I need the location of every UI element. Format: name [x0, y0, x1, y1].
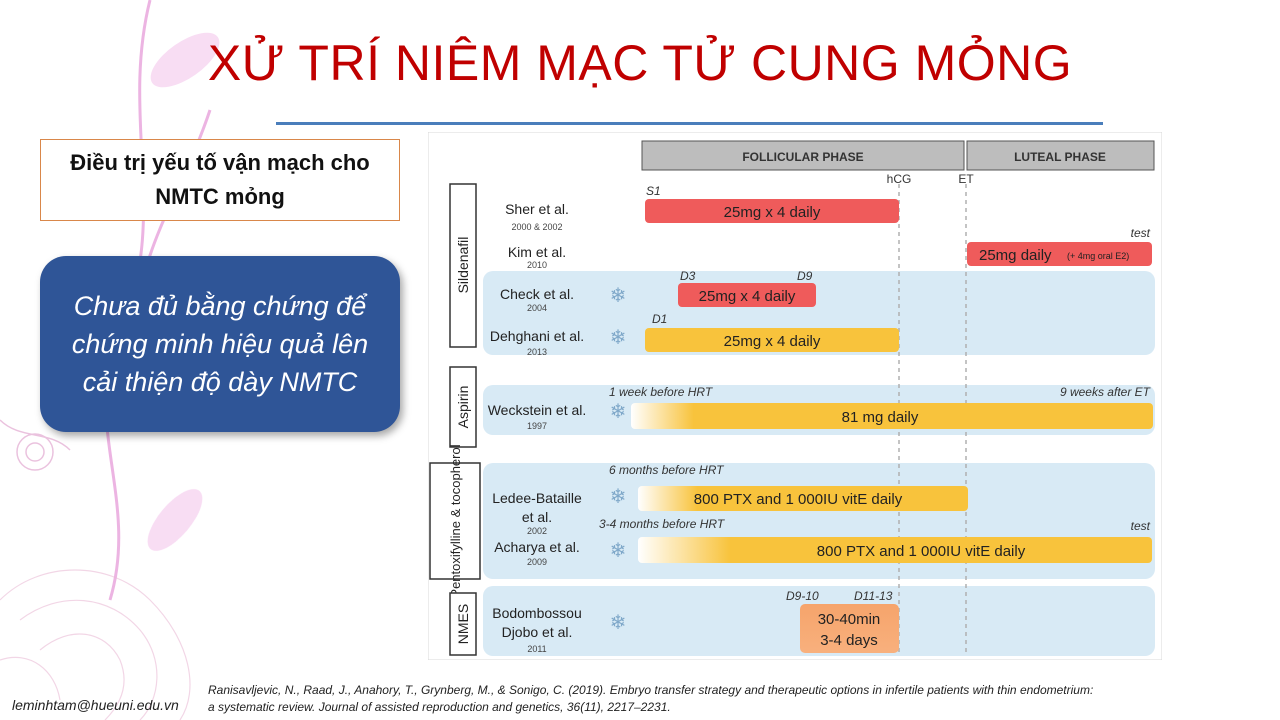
bar-start-tag-check: D3 [680, 269, 696, 283]
study-name-bodombossou-line1: Bodombossou [492, 605, 582, 621]
bar-end-tag-kim: test [1131, 226, 1151, 240]
follicular-phase-label: FOLLICULAR PHASE [742, 150, 863, 164]
dosing-bar-label-ledee: 800 PTX and 1 000IU vitE daily [694, 491, 903, 508]
study-name-ledee-line1: Ledee-Bataille [492, 490, 582, 506]
study-name-bodombossou-line2: Djobo et al. [502, 624, 573, 640]
group-label-pentoxifylline: Pentoxifylline & tocopherol [448, 444, 463, 597]
follicular-phase-header [641, 140, 965, 171]
study-name-ledee-line2: et al. [522, 509, 552, 525]
dosing-bar-weckstein [631, 403, 1153, 429]
frozen-cycle-icon: ❄ [610, 399, 627, 423]
bar-end-tag-bodombossou: D11-13 [854, 589, 893, 603]
dosing-bar-check [678, 283, 816, 307]
bar-start-tag-sher: S1 [646, 184, 661, 198]
study-name-acharya: Acharya et al. [494, 539, 580, 555]
citation: Ranisavljevic, N., Raad, J., Anahory, T.… [208, 682, 1258, 716]
dosing-bar-label-check: 25mg x 4 daily [699, 288, 796, 305]
dosing-bar-label-kim: 25mg daily [979, 247, 1052, 264]
study-name-sher: Sher et al. [505, 201, 569, 217]
treatment-timeline-diagram: FOLLICULAR PHASE LUTEAL PHASE hCG ET Sil… [428, 132, 1162, 660]
dosing-bar-dehghani [645, 328, 899, 352]
treatment-label-box: Điều trị yếu tố vận mạch cho NMTC mỏng [40, 139, 400, 221]
frozen-cycle-icon: ❄ [610, 283, 627, 307]
frozen-cycle-icon: ❄ [610, 610, 627, 634]
bar-start-tag-dehghani: D1 [652, 312, 667, 326]
study-year-check: 2004 [527, 303, 547, 313]
dosing-bar-ledee [638, 486, 968, 511]
dosing-bar-acharya [638, 537, 1152, 563]
group-box-nmes [449, 592, 477, 656]
study-year-sher: 2000 & 2002 [511, 222, 562, 232]
dosing-bar-label-bodombossou-line1: 30-40min [818, 611, 881, 628]
study-year-dehghani: 2013 [527, 347, 547, 357]
group-label-nmes: NMES [455, 604, 471, 644]
citation-line-2: a systematic review. Journal of assisted… [208, 700, 671, 714]
dosing-bar-bodombossou [800, 604, 899, 653]
group-label-aspirin: Aspirin [455, 386, 471, 429]
study-year-acharya: 2009 [527, 557, 547, 567]
slide-title: XỬ TRÍ NIÊM MẠC TỬ CUNG MỎNG [207, 35, 1073, 91]
author-email: leminhtam@hueuni.edu.vn [12, 697, 179, 713]
dosing-bar-sher [645, 199, 899, 223]
study-year-kim: 2010 [527, 260, 547, 270]
title-underline [276, 122, 1103, 125]
dosing-bar-note-kim: (+ 4mg oral E2) [1067, 251, 1129, 261]
luteal-phase-label: LUTEAL PHASE [1014, 150, 1106, 164]
luteal-phase-header [966, 140, 1155, 171]
evidence-note-box: Chưa đủ bằng chứng để chứng minh hiệu qu… [40, 256, 400, 432]
dosing-bar-label-acharya: 800 PTX and 1 000IU vitE daily [817, 543, 1026, 560]
group-box-pentoxifylline [429, 462, 481, 580]
bar-start-tag-acharya: 3-4 months before HRT [599, 517, 726, 531]
dosing-bar-label-dehghani: 25mg x 4 daily [724, 333, 821, 350]
study-year-weckstein: 1997 [527, 421, 547, 431]
study-year-ledee: 2002 [527, 526, 547, 536]
frozen-cycle-icon: ❄ [610, 484, 627, 508]
frozen-cycle-icon: ❄ [610, 538, 627, 562]
bar-end-tag-weckstein: 9 weeks after ET [1060, 385, 1152, 399]
dosing-bar-label-bodombossou-line2: 3-4 days [820, 632, 878, 649]
study-name-weckstein: Weckstein et al. [488, 402, 587, 418]
study-name-check: Check et al. [500, 286, 574, 302]
bar-end-tag-acharya: test [1131, 519, 1151, 533]
study-name-kim: Kim et al. [508, 244, 566, 260]
group-label-sildenafil: Sildenafil [455, 237, 471, 294]
group-box-sildenafil [449, 183, 477, 348]
dosing-bar-label-sher: 25mg x 4 daily [724, 204, 821, 221]
dosing-bar-label-weckstein: 81 mg daily [842, 409, 919, 426]
study-name-dehghani: Dehghani et al. [490, 328, 584, 344]
study-year-bodombossou: 2011 [527, 644, 546, 654]
group-box-aspirin [449, 366, 477, 448]
hcg-marker-label: hCG [887, 172, 912, 186]
bar-start-tag-bodombossou: D9-10 [786, 589, 819, 603]
bar-start-tag-weckstein: 1 week before HRT [609, 385, 714, 399]
frozen-cycle-icon: ❄ [610, 325, 627, 349]
et-marker-label: ET [958, 172, 974, 186]
dosing-bar-kim [967, 242, 1152, 266]
bar-end-tag-check: D9 [797, 269, 813, 283]
citation-line-1: Ranisavljevic, N., Raad, J., Anahory, T.… [208, 683, 1094, 697]
bar-start-tag-ledee: 6 months before HRT [609, 463, 725, 477]
